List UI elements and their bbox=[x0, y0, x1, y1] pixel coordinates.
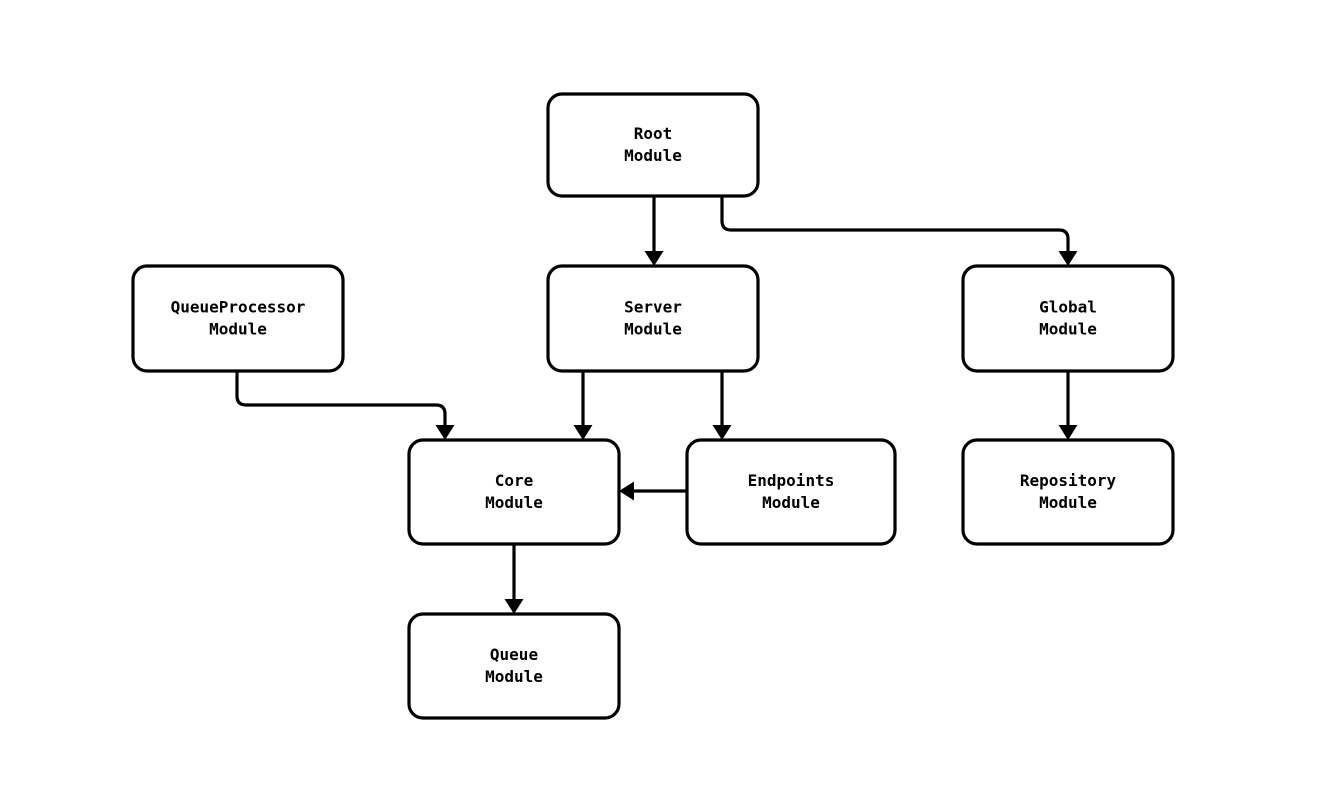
node-box[interactable] bbox=[546, 264, 760, 373]
edge-core-to-queue bbox=[504, 544, 524, 614]
edge-line bbox=[720, 196, 1070, 259]
node-label-line1: Global bbox=[1039, 297, 1097, 316]
edge-root-to-server bbox=[644, 196, 664, 266]
arrowhead-icon bbox=[1058, 425, 1078, 440]
edge-root-to-global bbox=[720, 196, 1078, 266]
node-label-line2: Module bbox=[1039, 493, 1097, 512]
node-label-line2: Module bbox=[624, 146, 682, 165]
node-box[interactable] bbox=[131, 264, 345, 373]
arrowhead-icon bbox=[619, 481, 634, 501]
edge-line bbox=[235, 371, 447, 433]
node-label-line1: Server bbox=[624, 297, 682, 316]
edge-server-to-core bbox=[573, 371, 593, 440]
node-label-line1: Endpoints bbox=[748, 471, 835, 490]
arrowhead-icon bbox=[712, 425, 732, 440]
edge-server-to-endpoints bbox=[712, 371, 732, 440]
node-box[interactable] bbox=[685, 438, 897, 546]
node-box[interactable] bbox=[407, 438, 621, 546]
node-box[interactable] bbox=[546, 92, 760, 198]
node-box[interactable] bbox=[961, 264, 1175, 373]
edge-global-to-repository bbox=[1058, 371, 1078, 440]
node-label-line2: Module bbox=[485, 493, 543, 512]
edge-queueprocessor-to-core bbox=[235, 371, 455, 440]
node-box[interactable] bbox=[407, 612, 621, 720]
node-box[interactable] bbox=[961, 438, 1175, 546]
node-label-line2: Module bbox=[624, 319, 682, 338]
node-label-line1: Repository bbox=[1020, 471, 1117, 490]
arrowhead-icon bbox=[504, 599, 524, 614]
node-label-line1: Queue bbox=[490, 645, 538, 664]
node-label-line2: Module bbox=[762, 493, 820, 512]
node-label-line1: QueueProcessor bbox=[171, 297, 306, 316]
edge-endpoints-to-core bbox=[619, 481, 687, 501]
node-label-line1: Root bbox=[634, 124, 673, 143]
arrowhead-icon bbox=[644, 251, 664, 266]
arrowhead-icon bbox=[435, 425, 455, 440]
node-label-line1: Core bbox=[495, 471, 534, 490]
edge-layer bbox=[235, 196, 1078, 614]
arrowhead-icon bbox=[1058, 251, 1078, 266]
node-label-line2: Module bbox=[485, 667, 543, 686]
arrowhead-icon bbox=[573, 425, 593, 440]
node-label-line2: Module bbox=[1039, 319, 1097, 338]
node-label-line2: Module bbox=[209, 319, 267, 338]
